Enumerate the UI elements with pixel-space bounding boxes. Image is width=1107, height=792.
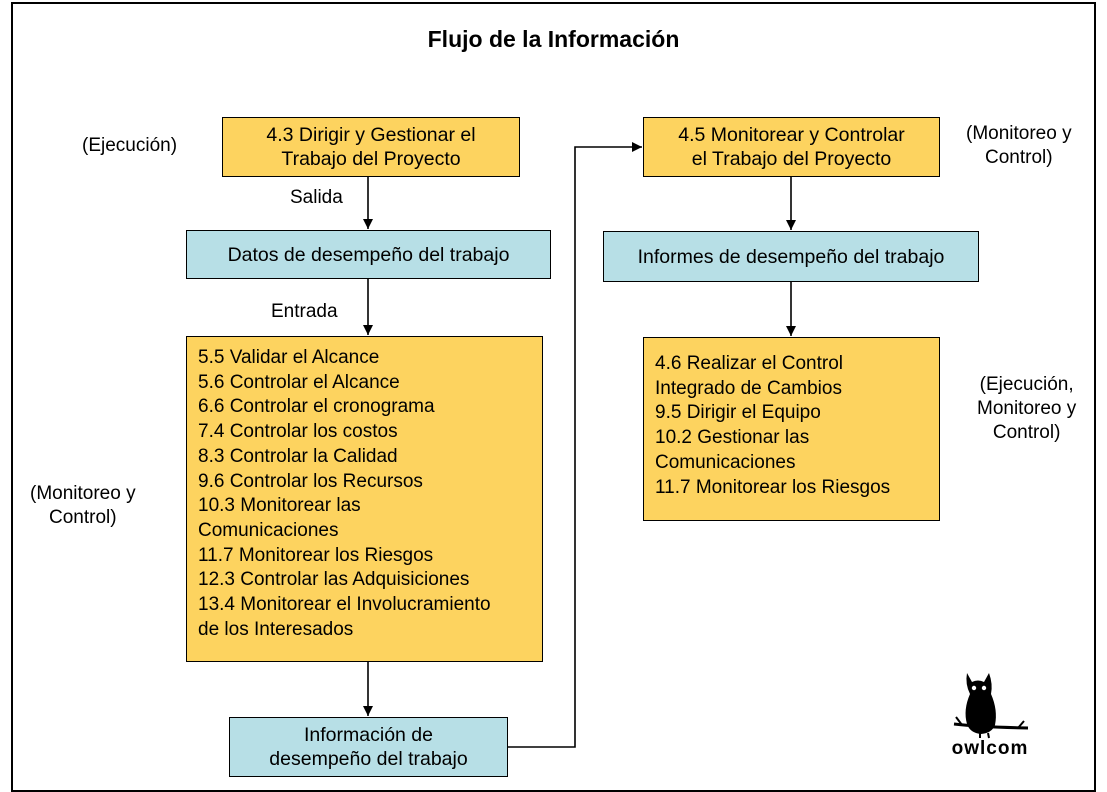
logo-brand-text: owlcom xyxy=(951,738,1029,759)
label-monitoreo-left-line-1: (Monitoreo y xyxy=(30,483,136,504)
box-informacion-desempeno: Información de desempeño del trabajo xyxy=(229,717,508,777)
list-item: 7.4 Controlar los costos xyxy=(198,421,398,443)
label-ejecucion-monitoreo: (Ejecución, Monitoreo y Control) xyxy=(977,373,1076,445)
box-datos-desempeno: Datos de desempeño del trabajo xyxy=(186,230,551,279)
list-item: 6.6 Controlar el cronograma xyxy=(198,396,435,418)
box-datos-label: Datos de desempeño del trabajo xyxy=(227,243,510,266)
list-item: de los Interesados xyxy=(198,618,354,640)
list-item: 9.5 Dirigir el Equipo xyxy=(655,402,821,424)
list-item: 11.7 Monitorear los Riesgos xyxy=(655,476,891,498)
list-item: 10.3 Monitorear las xyxy=(198,495,361,517)
label-ejecucion-monitoreo-line-3: Control) xyxy=(992,422,1061,443)
list-item: Comunicaciones xyxy=(655,451,796,473)
label-entrada: Entrada xyxy=(271,301,338,322)
list-item: Comunicaciones xyxy=(198,519,339,541)
box-4-3-line-2: Trabajo del Proyecto xyxy=(281,148,461,170)
label-monitoreo-right-line-1: (Monitoreo y xyxy=(966,123,1072,144)
label-monitoreo-left: (Monitoreo y Control) xyxy=(30,482,136,530)
label-ejecucion-monitoreo-line-1: (Ejecución, xyxy=(979,374,1074,395)
list-item: 8.3 Controlar la Calidad xyxy=(198,445,398,467)
list-item: 13.4 Monitorear el Involucramiento xyxy=(198,594,491,616)
list-item: 12.3 Controlar las Adquisiciones xyxy=(198,569,470,591)
box-info-line-2: desempeño del trabajo xyxy=(269,748,468,770)
box-informes-label: Informes de desempeño del trabajo xyxy=(637,245,945,268)
box-4-5-line-2: el Trabajo del Proyecto xyxy=(691,148,892,170)
box-4-5-line-1: 4.5 Monitorear y Controlar xyxy=(678,124,905,146)
label-monitoreo-right-line-2: Control) xyxy=(985,147,1053,168)
list-item: 9.6 Controlar los Recursos xyxy=(198,470,423,492)
owl-logo-icon xyxy=(953,673,1029,739)
list-item: 4.6 Realizar el Control xyxy=(655,353,843,374)
box-monitoring-processes: 5.5 Validar el Alcance 5.6 Controlar el … xyxy=(186,336,543,662)
label-ejecucion: (Ejecución) xyxy=(82,135,178,156)
diagram-canvas: Flujo de la Información 4.3 Dirigir y Ge… xyxy=(11,2,1096,792)
label-monitoreo-left-line-2: Control) xyxy=(49,507,117,528)
box-execution-processes: 4.6 Realizar el Control Integrado de Cam… xyxy=(643,337,940,521)
list-item: 5.6 Controlar el Alcance xyxy=(198,371,400,393)
flow-arrows xyxy=(363,142,796,748)
box-4-3-line-1: 4.3 Dirigir y Gestionar el xyxy=(266,124,476,146)
label-ejecucion-monitoreo-line-2: Monitoreo y xyxy=(977,398,1077,419)
diagram-title: Flujo de la Información xyxy=(427,26,680,52)
label-monitoreo-right: (Monitoreo y Control) xyxy=(966,122,1072,170)
box-4-3-dirigir-gestionar: 4.3 Dirigir y Gestionar el Trabajo del P… xyxy=(222,117,520,177)
arrow-info-to-4-5 xyxy=(508,142,642,748)
box-informes-desempeno: Informes de desempeño del trabajo xyxy=(603,231,979,282)
label-salida: Salida xyxy=(290,187,343,208)
list-item: 10.2 Gestionar las xyxy=(655,427,810,449)
box-info-line-1: Información de xyxy=(304,724,433,746)
box-4-5-monitorear-controlar: 4.5 Monitorear y Controlar el Trabajo de… xyxy=(643,117,940,177)
list-item: 5.5 Validar el Alcance xyxy=(198,347,380,368)
list-item: 11.7 Monitorear los Riesgos xyxy=(198,544,434,566)
list-item: Integrado de Cambios xyxy=(655,377,842,399)
